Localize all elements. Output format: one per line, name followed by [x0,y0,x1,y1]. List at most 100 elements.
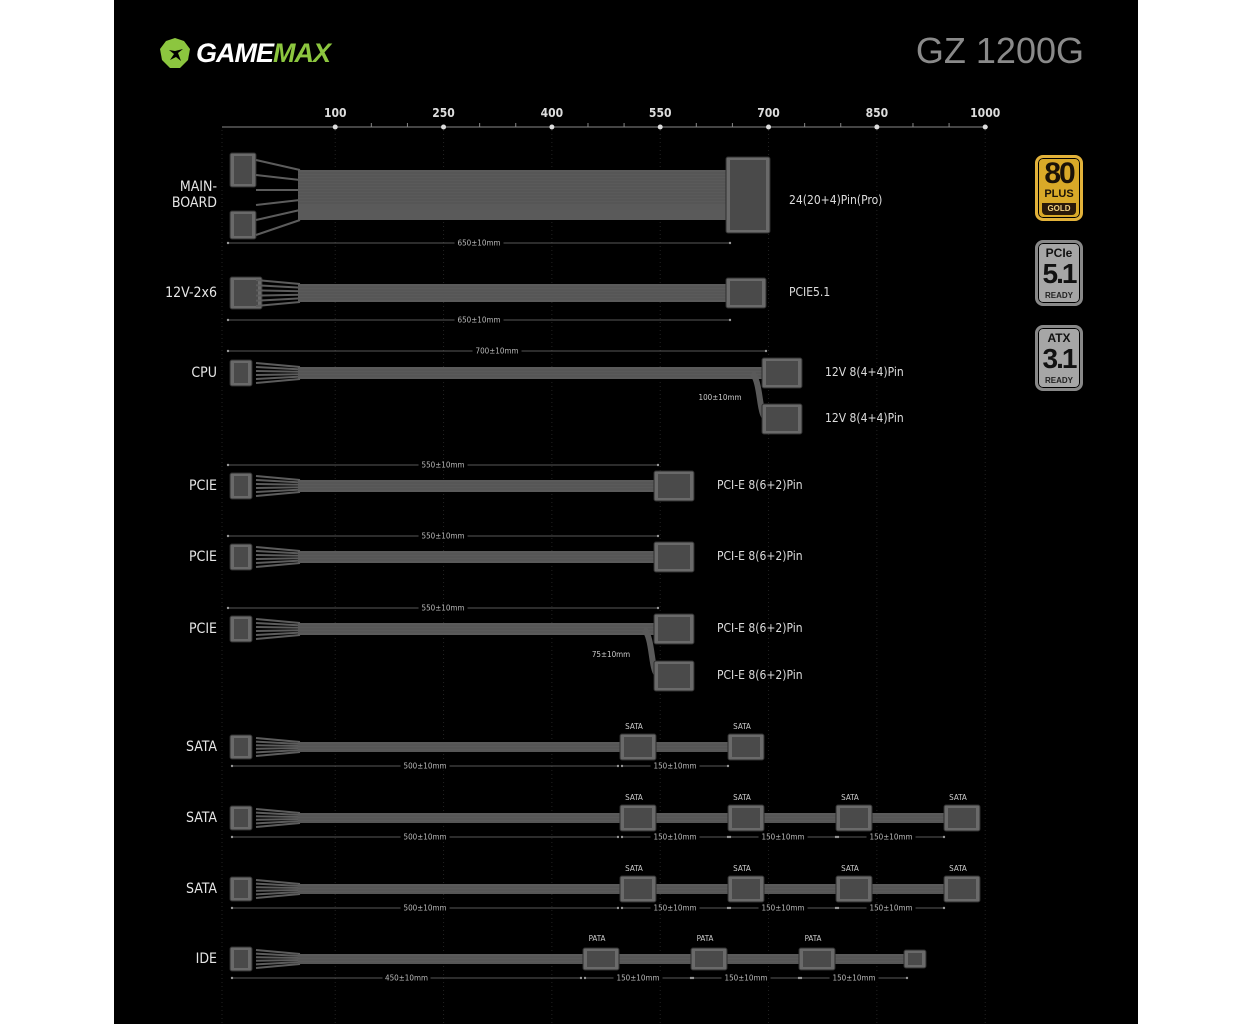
cable-wire [255,559,301,564]
cable-wire [255,882,301,887]
sata-connector-pins [732,879,760,899]
dimension-label: 550±10mm [418,460,468,470]
connector-label: 24(20+4)Pin(Pro) [789,193,883,207]
badge-top: PCIe [1045,246,1073,260]
connector-label: SATA [625,793,643,802]
dimension-label: 150±10mm [758,903,808,913]
cable-wire [255,209,301,221]
dimension-label: 550±10mm [418,603,468,613]
dimension-label: 550±10mm [418,531,468,541]
dimension-end [728,835,732,839]
cable-wire [255,486,301,489]
cable-wire [255,634,301,640]
cable-wire [255,199,301,206]
sata-connector-pins [840,879,868,899]
cable-wire [255,159,301,171]
connector-label: PCI-E 8(6+2)Pin [717,478,803,492]
cable-label: SATA [185,810,217,826]
connector-label: SATA [949,864,967,873]
dimension-label: 650±10mm [454,238,504,248]
psu-plug-pins [234,476,248,496]
dimension-end [797,976,801,980]
cable-wire [255,550,301,555]
connector-label: 12V 8(4+4)Pin [825,411,904,425]
cable-wire [255,751,301,757]
sata-connector-pins [624,879,652,899]
dimension-end [226,463,230,467]
cable-wire [255,479,301,484]
connector-label: SATA [841,793,859,802]
cable-wire [255,820,301,825]
sata-connector-pins [624,737,652,757]
psu-plug-pins [234,619,248,639]
dimension-end [620,906,624,910]
axis-tick-label: 850 [865,106,889,120]
dimension-label: 650±10mm [454,315,504,325]
dimension-end [836,906,840,910]
dimension-end [728,241,732,245]
dimension-end [834,835,838,839]
dimension-end [230,764,234,768]
connector-label: SATA [841,864,859,873]
cable-wire [255,822,301,828]
model-name: GZ 1200G [915,30,1084,71]
dimension-end [579,976,583,980]
axis-tick-label: 700 [757,106,780,120]
cable-wire [255,297,301,302]
dimension-end [834,906,838,910]
dimension-end [583,976,587,980]
dimension-end [656,606,660,610]
sata-connector-pins [732,808,760,828]
cable-wire [255,618,301,624]
connector-label: PCIE5.1 [789,285,831,299]
axis-tick-dot [766,124,772,130]
badge-mid: 5.1 [1042,258,1078,289]
dimension-end [226,318,230,322]
pata-connector-pins [695,951,723,967]
dimension-end [726,764,730,768]
cable-wire [255,749,301,754]
axis-tick-label: 100 [323,106,347,120]
dimension-end [620,835,624,839]
dimension-end [728,906,732,910]
cable-wire [255,279,301,285]
dimension-end [764,349,768,353]
cable-wire [255,879,301,885]
psu-plug-pins [234,156,252,184]
dimension-end [616,906,620,910]
connector-label: SATA [733,864,751,873]
dimension-end [230,835,234,839]
connector-label: PATA [588,934,606,943]
cable-wire [255,483,301,486]
psu-plug-pins [234,363,248,383]
dimension-label: 150±10mm [613,973,663,983]
cable-wire [255,737,301,743]
cable-wire [255,811,301,816]
cable-wire [255,622,301,627]
cable-wire [255,289,301,293]
cable-wire [255,889,301,892]
gamemax-logo: GAMEMAX [158,36,331,70]
pcie-connector-pins [658,545,690,569]
badge-top: ATX [1047,331,1071,345]
dimension-end [942,835,946,839]
connector-label: SATA [625,722,643,731]
psu-plug-pins [234,280,258,306]
cable-wire [255,963,301,969]
dimension-end [728,318,732,322]
axis-tick-label: 250 [432,106,455,120]
psu-plug-pins [234,809,248,827]
branch-dimension-label: 100±10mm [698,393,742,402]
cable-wire [255,952,301,957]
axis-tick-dot [982,124,988,130]
cable-wire [255,747,301,750]
atx-connector-pins [730,160,766,230]
cable-wire [255,740,301,745]
axis-tick-dot [332,124,338,130]
cable-wire [255,491,301,497]
dimension-end [226,349,230,353]
dimension-label: 150±10mm [758,832,808,842]
dimension-label: 150±10mm [650,832,700,842]
dimension-end [799,976,803,980]
